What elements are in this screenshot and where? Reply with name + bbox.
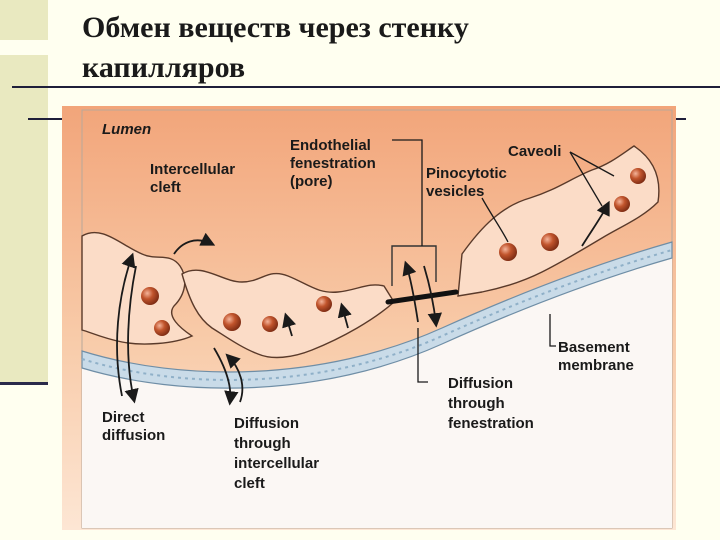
- vesicle: [541, 233, 559, 251]
- vesicle: [154, 320, 170, 336]
- vesicle: [223, 313, 241, 331]
- title-rule-right: [676, 118, 686, 120]
- vesicle: [141, 287, 159, 305]
- label-lumen: Lumen: [102, 121, 151, 138]
- decor-square-underline: [0, 382, 48, 385]
- label-basement-membrane: Basement membrane: [558, 339, 634, 374]
- label-caveoli: Caveoli: [508, 143, 561, 160]
- decor-square-side: [0, 55, 48, 385]
- slide-title: Обмен веществ через стенку капилляров: [82, 8, 469, 88]
- vesicle: [499, 243, 517, 261]
- caveola-vesicle: [614, 196, 630, 212]
- capillary-wall-diagram: Lumen Endothelial fenestration (pore) Ca…: [62, 106, 676, 530]
- decor-square-top: [0, 0, 48, 40]
- vesicle: [262, 316, 278, 332]
- vesicle: [630, 168, 646, 184]
- vesicle: [316, 296, 332, 312]
